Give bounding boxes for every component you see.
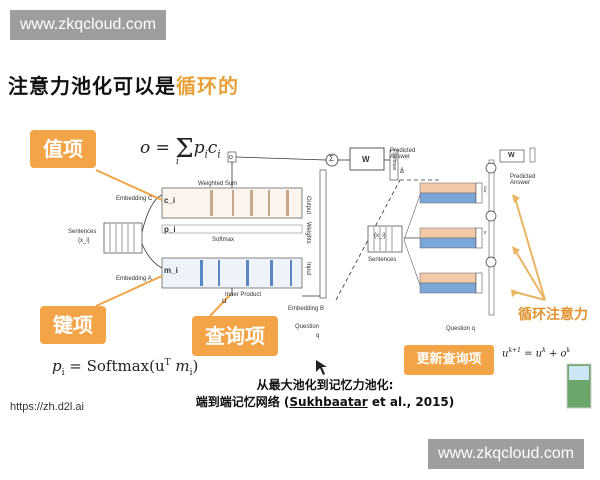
update-sup1: k+1 xyxy=(508,347,521,354)
hop-3 xyxy=(419,182,483,204)
label-sentences: Sentences xyxy=(68,229,97,235)
label-embedding-b: Embedding B xyxy=(288,306,325,312)
caption-post: et al., 2015) xyxy=(367,395,455,409)
watermark-top: www.zkqcloud.com xyxy=(10,10,167,40)
label-weighted-sum: Weighted Sum xyxy=(198,181,238,187)
label-out: Out xyxy=(483,186,488,193)
loop-attention-label: 循环注意力 xyxy=(518,307,588,323)
slide-title: 注意力池化可以是循环的 xyxy=(8,70,239,99)
label-mi: m_i xyxy=(164,266,178,275)
formula-p: p xyxy=(193,138,205,158)
update-sup2: k xyxy=(542,347,546,354)
softmax-rhs: = Softmax(u xyxy=(64,357,165,375)
label-pi: p_i xyxy=(164,225,176,234)
title-prefix: 注意力池化可以是 xyxy=(8,74,176,98)
label-output: Output xyxy=(305,196,311,215)
update-sup3: k xyxy=(566,347,571,354)
watermark-bottom: www.zkqcloud.com xyxy=(428,439,585,469)
softmax-sup: T xyxy=(164,358,171,368)
loop-arrows xyxy=(511,194,546,301)
softmax-p-sub: i xyxy=(61,368,65,378)
caption-author-link[interactable]: Sukhbaatar xyxy=(289,395,368,409)
label-u: u xyxy=(222,296,227,305)
update-u: u xyxy=(502,348,509,360)
key-tag: 键项 xyxy=(40,306,106,344)
label-embedding-a: Embedding A xyxy=(116,276,152,282)
softmax-p: p xyxy=(52,357,62,375)
value-pointer xyxy=(95,169,163,201)
hop-1 xyxy=(419,272,483,294)
input-memory-block xyxy=(161,257,303,289)
label-inner-product: Inner Product xyxy=(225,292,262,298)
formula-c: c xyxy=(207,138,218,158)
sentences-stack xyxy=(103,222,143,254)
label-question-right: Question q xyxy=(446,326,476,332)
label-a-hat: â xyxy=(400,168,404,175)
caption-pre: 端到端记忆网络 ( xyxy=(195,395,290,409)
softmax-m-sub: i xyxy=(189,368,193,378)
label-question-q: q xyxy=(316,333,320,339)
label-softmax: Softmax xyxy=(212,237,235,243)
label-sentences-xi: {x_i} xyxy=(78,238,90,244)
update-formula: uk+1 = uk + ok xyxy=(502,347,570,359)
label-o: o xyxy=(229,154,233,161)
softmax-formula: pi = Softmax(uT mi) xyxy=(52,357,198,378)
update-plus: + o xyxy=(545,348,567,360)
caption-line-2: 端到端记忆网络 (Sukhbaatar et al., 2015) xyxy=(190,393,460,410)
label-in: In xyxy=(483,231,488,235)
query-pointer xyxy=(209,294,231,317)
caption-line-1: 从最大池化到记忆力池化: xyxy=(256,378,394,392)
weights-row xyxy=(161,224,303,234)
label-right-sentences: Sentences xyxy=(368,257,397,263)
update-mid: = u xyxy=(520,348,543,360)
query-tag: 查询项 xyxy=(192,316,278,356)
update-query-tag: 更新查询项 xyxy=(404,345,494,375)
label-predicted-answer-right: Predicted Answer xyxy=(510,174,536,186)
label-predicted-answer: Predicted Answer xyxy=(390,148,416,160)
formula-p-sub: i xyxy=(204,149,208,161)
label-softmax-vertical: Softmax xyxy=(391,152,397,171)
label-embedding-c: Embedding C xyxy=(116,196,153,202)
sum-circle-icon: Σ xyxy=(329,154,334,163)
source-url: https://zh.d2l.ai xyxy=(10,401,84,413)
label-w-right: W xyxy=(508,152,515,159)
formula-c-sub: i xyxy=(217,149,221,161)
hop-2 xyxy=(419,227,483,249)
right-sentences-stack xyxy=(367,225,403,253)
softmax-close: ) xyxy=(192,357,199,375)
label-question: Question xyxy=(295,324,320,330)
value-tag: 值项 xyxy=(30,130,96,168)
label-right-xi: {x_i} xyxy=(374,233,386,239)
output-formula: o = Σpici xyxy=(140,130,221,164)
key-pointer xyxy=(95,275,163,307)
title-highlight: 循环的 xyxy=(176,74,239,98)
label-ci: c_i xyxy=(164,196,176,205)
label-weights: Weights xyxy=(305,222,311,244)
label-input: Input xyxy=(305,262,311,276)
sum-subscript: i xyxy=(176,157,179,167)
label-w: W xyxy=(362,155,370,164)
softmax-m: m xyxy=(170,357,190,375)
formula-o-lhs: o = xyxy=(140,138,170,158)
sum-symbol: Σ xyxy=(175,134,194,164)
output-memory-block xyxy=(161,187,303,219)
mouse-cursor-icon xyxy=(316,360,327,375)
